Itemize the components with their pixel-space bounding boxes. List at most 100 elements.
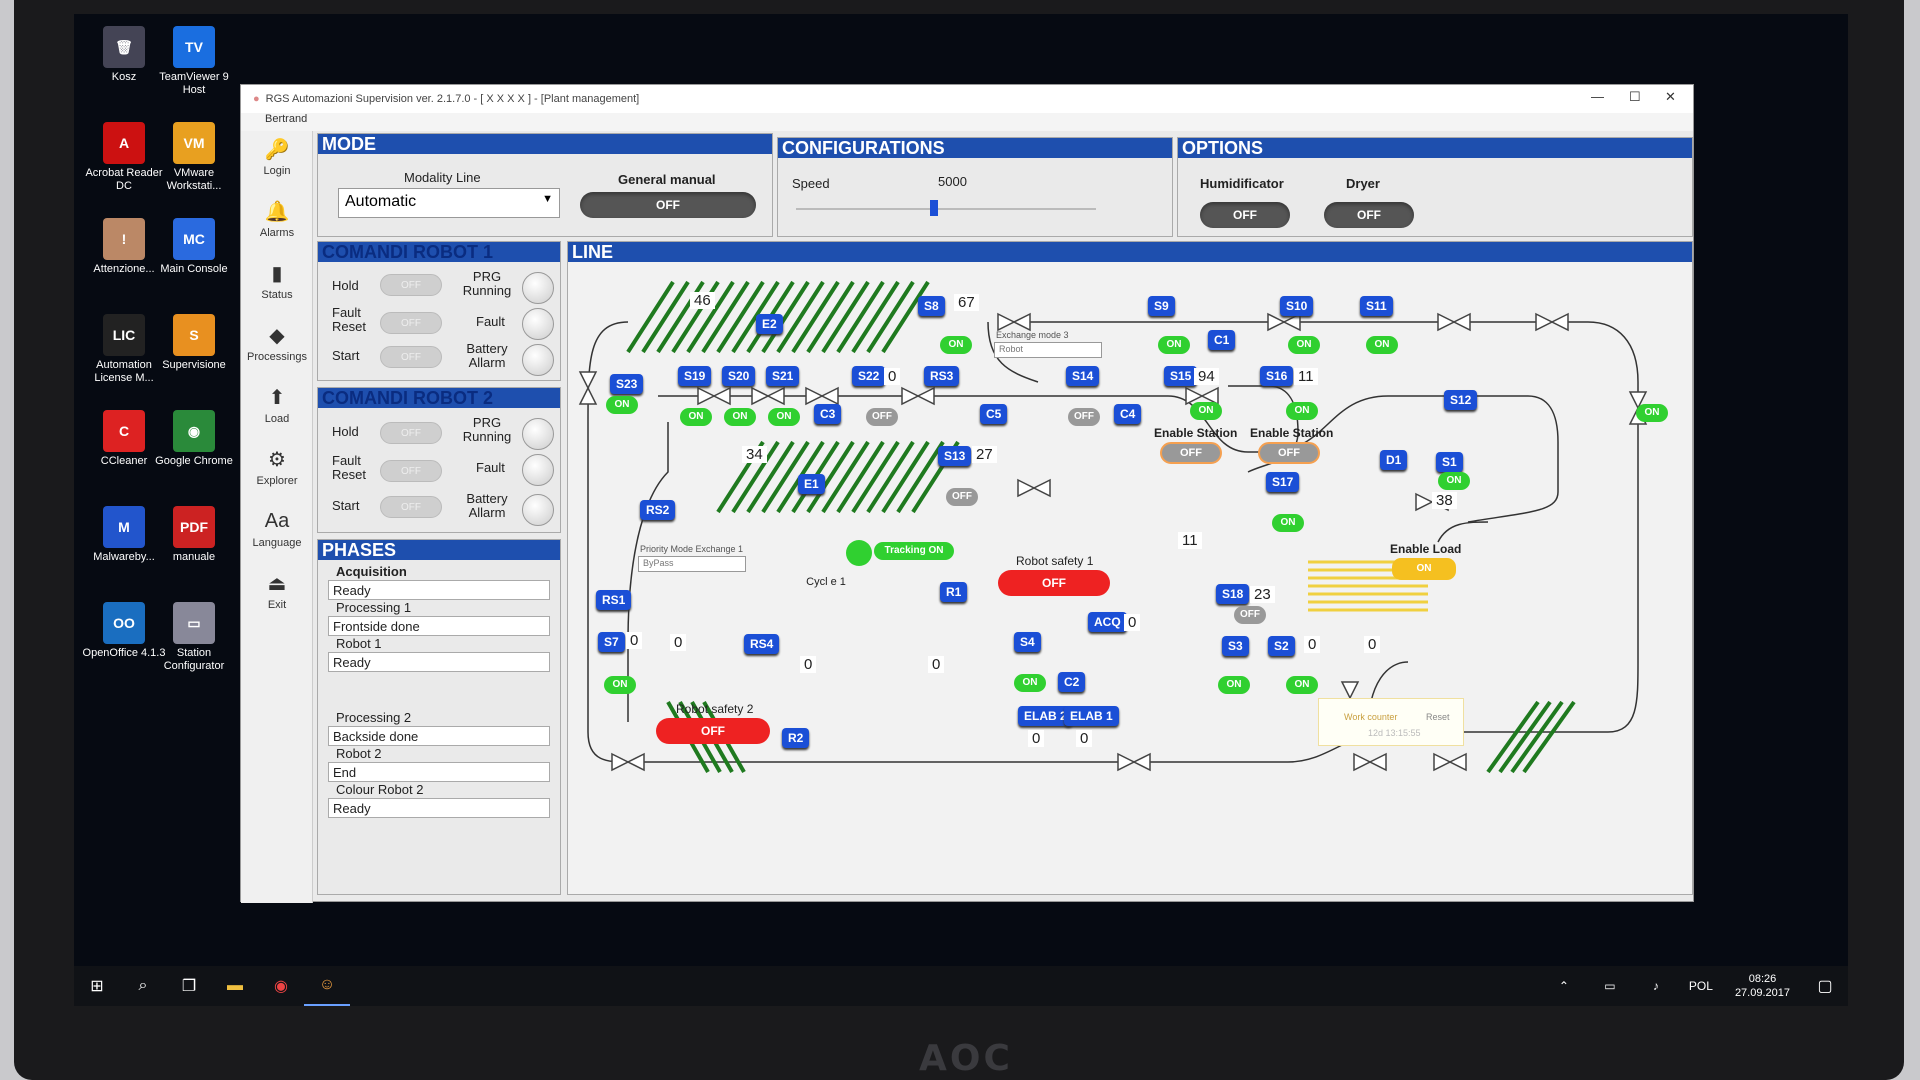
status-on-badge[interactable]: ON [680,408,712,426]
status-on-badge[interactable]: ON [1636,404,1668,422]
network-icon[interactable]: ▭ [1604,979,1616,993]
status-on-badge[interactable]: ON [1438,472,1470,490]
status-on-badge[interactable]: ON [1190,402,1222,420]
priority-exchange1-select[interactable]: ByPass [638,556,746,572]
station-s1[interactable]: S1 [1436,452,1463,472]
toolbar-login-button[interactable]: 🔑Login [241,135,313,193]
start-icon[interactable]: ⊞ [90,978,104,995]
station-d1[interactable]: D1 [1380,450,1408,470]
robot-safety-1-toggle[interactable]: OFF [998,570,1110,596]
tray-chevron-icon[interactable]: ⌃ [1558,979,1569,993]
station-s7[interactable]: S7 [598,632,625,652]
language-indicator[interactable]: POL [1688,979,1713,993]
dryer-toggle[interactable]: OFF [1324,202,1414,228]
status-on-badge[interactable]: ON [1288,336,1320,354]
station-elab2[interactable]: ELAB 2 [1018,706,1073,726]
station-s12[interactable]: S12 [1444,390,1478,410]
speed-slider-thumb[interactable] [930,200,938,216]
notifications-icon[interactable]: ▢ [1817,978,1833,995]
humidificator-toggle[interactable]: OFF [1200,202,1290,228]
station-e1[interactable]: E1 [798,474,825,494]
robot1-hold-toggle[interactable]: OFF [380,274,442,296]
chrome-icon[interactable]: ◉ [274,978,288,995]
station-c2[interactable]: C2 [1058,672,1086,692]
status-on-badge[interactable]: ON [724,408,756,426]
general-manual-toggle[interactable]: OFF [580,192,756,218]
work-counter-reset[interactable]: Reset [1426,712,1450,722]
station-acq[interactable]: ACQ [1088,612,1127,632]
status-on-badge[interactable]: ON [1366,336,1398,354]
enable-station-2-toggle[interactable]: OFF [1258,442,1320,464]
station-s20[interactable]: S20 [722,366,756,386]
station-s8[interactable]: S8 [918,296,945,316]
station-s9[interactable]: S9 [1148,296,1175,316]
station-c3[interactable]: C3 [814,404,842,424]
station-s2[interactable]: S2 [1268,636,1295,656]
robot1-start-toggle[interactable]: OFF [380,346,442,368]
robot2-start-toggle[interactable]: OFF [380,496,442,518]
modality-select[interactable]: Automatic▼ [338,188,560,218]
status-on-badge[interactable]: ON [768,408,800,426]
station-s10[interactable]: S10 [1280,296,1314,316]
toolbar-exit-button[interactable]: ⏏Exit [241,569,313,627]
station-s17[interactable]: S17 [1266,472,1300,492]
station-r2[interactable]: R2 [782,728,810,748]
station-s23[interactable]: S23 [610,374,644,394]
status-off-badge[interactable]: OFF [1234,606,1266,624]
toolbar-explorer-button[interactable]: ⚙Explorer [241,445,313,503]
station-s16[interactable]: S16 [1260,366,1294,386]
status-on-badge[interactable]: ON [1286,676,1318,694]
robot2-hold-toggle[interactable]: OFF [380,422,442,444]
task-view-icon[interactable]: ❐ [181,978,197,995]
station-s18[interactable]: S18 [1216,584,1250,604]
status-on-badge[interactable]: ON [606,396,638,414]
station-elab1[interactable]: ELAB 1 [1064,706,1119,726]
supervision-app-icon[interactable]: ☺ [304,966,350,1006]
station-s22[interactable]: S22 [852,366,886,386]
status-off-badge[interactable]: OFF [866,408,898,426]
station-c5[interactable]: C5 [980,404,1008,424]
toolbar-load-button[interactable]: ⬆Load [241,383,313,441]
enable-station-1-toggle[interactable]: OFF [1160,442,1222,464]
enable-load-toggle[interactable]: ON [1392,558,1456,580]
station-c1[interactable]: C1 [1208,330,1236,350]
status-on-badge[interactable]: ON [1272,514,1304,532]
status-off-badge[interactable]: OFF [946,488,978,506]
station-c4[interactable]: C4 [1114,404,1142,424]
station-rs1[interactable]: RS1 [596,590,632,610]
robot-safety-2-toggle[interactable]: OFF [656,718,770,744]
desktop-icon[interactable]: 🗑Kosz [82,26,166,84]
speed-slider-track[interactable] [796,208,1096,210]
station-s14[interactable]: S14 [1066,366,1100,386]
search-icon[interactable]: ⌕ [138,977,148,994]
station-rs2[interactable]: RS2 [640,500,676,520]
station-s19[interactable]: S19 [678,366,712,386]
volume-icon[interactable]: ♪ [1652,979,1659,993]
toolbar-status-button[interactable]: ▮Status [241,259,313,317]
robot1-fault-reset-toggle[interactable]: OFF [380,312,442,334]
station-e2[interactable]: E2 [756,314,783,334]
menu-user[interactable]: Bertrand [265,113,308,125]
toolbar-processings-button[interactable]: ◆Processings [241,321,313,379]
status-on-badge[interactable]: ON [1286,402,1318,420]
station-rs4[interactable]: RS4 [744,634,780,654]
maximize-icon[interactable]: ☐ [1629,89,1641,104]
desktop-icon[interactable]: ◉Google Chrome [152,410,236,468]
station-s3[interactable]: S3 [1222,636,1249,656]
status-on-badge[interactable]: ON [940,336,972,354]
tracking-toggle[interactable]: Tracking ON [874,542,954,560]
desktop-icon[interactable]: ▭Station Configurator [152,602,236,673]
station-s4[interactable]: S4 [1014,632,1041,652]
status-off-badge[interactable]: OFF [1068,408,1100,426]
